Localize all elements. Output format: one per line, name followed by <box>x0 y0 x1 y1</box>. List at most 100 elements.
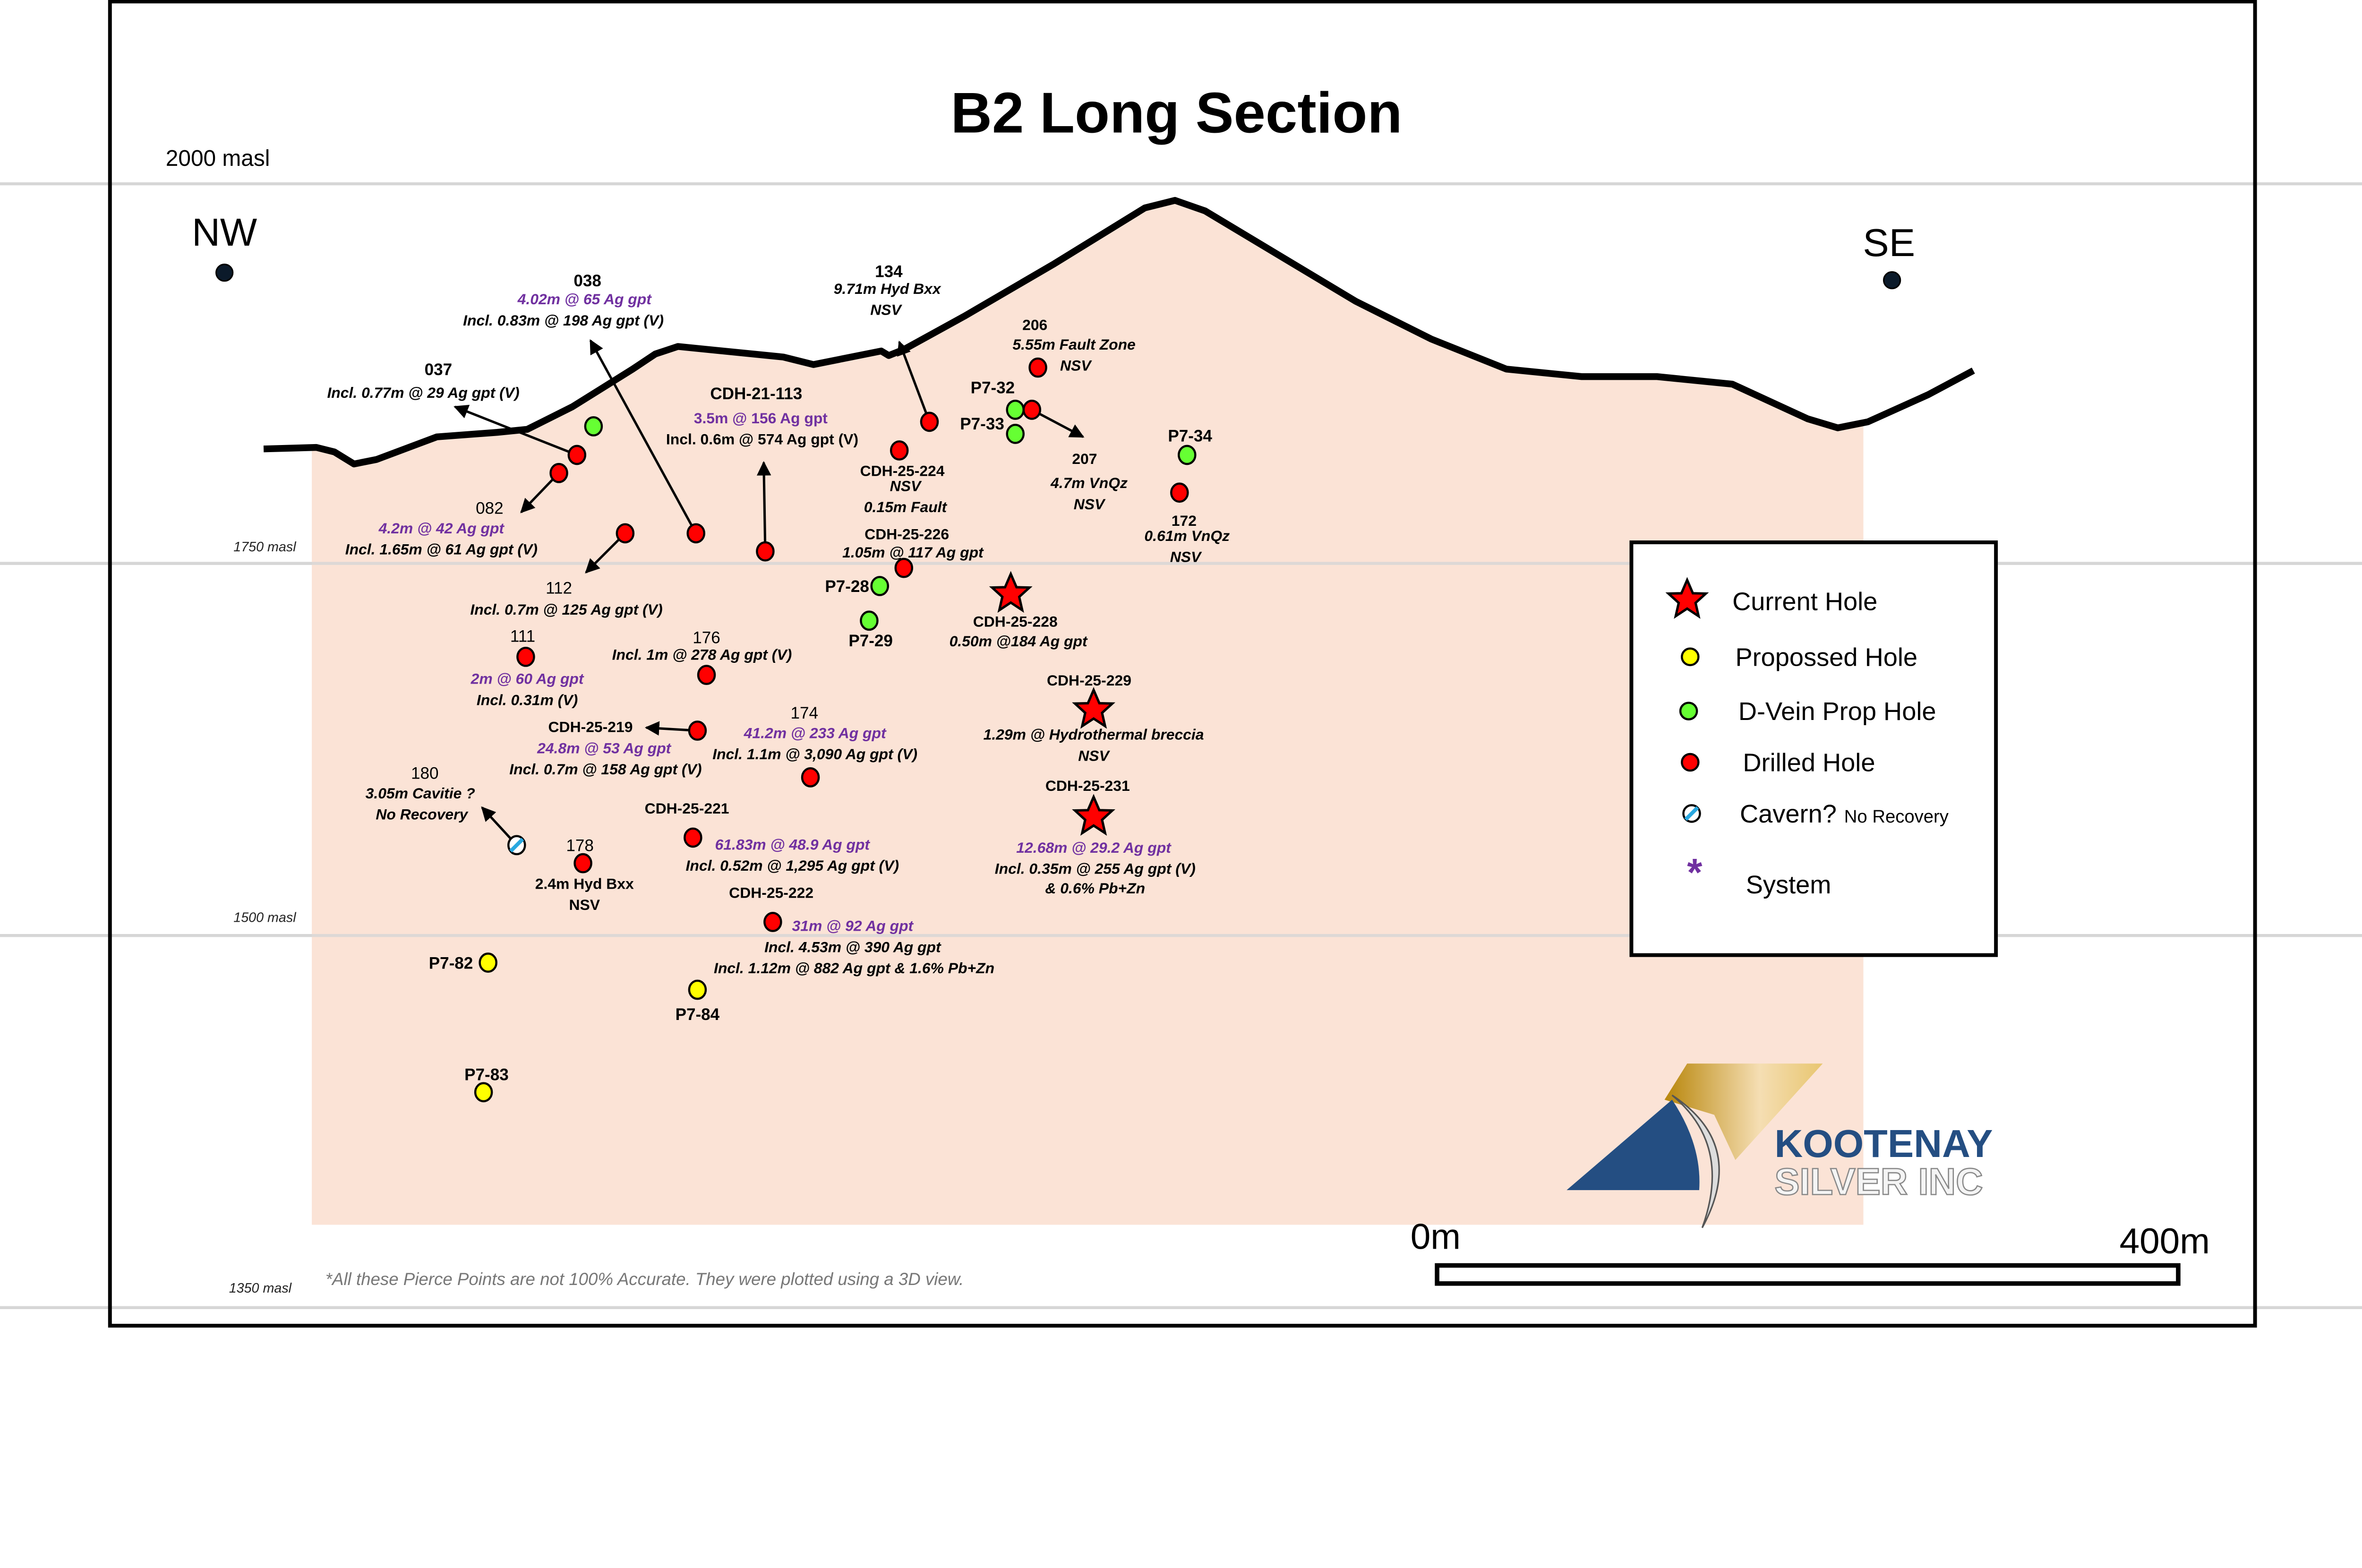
logo-text-silver-inc: SILVER INC <box>1774 1161 1983 1203</box>
hole-label: CDH-25-228 <box>973 613 1058 630</box>
scale-start-label: 0m <box>1411 1217 1461 1257</box>
hole-result: Incl. 0.7m @ 158 Ag gpt (V) <box>509 761 702 778</box>
se-marker-icon <box>1883 271 1901 290</box>
legend-cavern-note: No Recovery <box>1844 806 1949 827</box>
hole-label: CDH-25-224 <box>860 463 945 480</box>
long-section-diagram: B2 Long Section 2000 masl 1750 masl 1500… <box>0 0 2362 1328</box>
drilled-hole-marker <box>1170 482 1189 503</box>
drilled-hole-marker <box>890 440 909 461</box>
hole-result: 1.29m @ Hydrothermal breccia <box>984 726 1204 743</box>
dvein-hole-marker <box>1177 445 1197 465</box>
hole-result: 1.05m @ 117 Ag gpt <box>842 544 984 561</box>
hole-trace-arrows <box>454 339 1085 846</box>
legend-proposed: Propossed Hole <box>1735 643 1917 671</box>
drilled-hole-marker <box>688 720 707 741</box>
kootenay-logo: KOOTENAY SILVER INC <box>1566 1063 1993 1228</box>
hole-result: Incl. 0.35m @ 255 Ag gpt (V) <box>995 860 1196 877</box>
system-asterisk-icon: * <box>1687 850 1703 894</box>
arrow-038 <box>589 339 697 534</box>
planned-hole-label: P7-29 <box>848 632 893 650</box>
hole-result: Incl. 0.6m @ 574 Ag gpt (V) <box>666 431 858 448</box>
annotation-207: 207 4.7m VnQz NSV <box>1050 450 1128 513</box>
annotation-cdh-25-221: CDH-25-221 61.83m @ 48.9 Ag gpt Incl. 0.… <box>645 800 899 874</box>
legend-drilled: Drilled Hole <box>1743 749 1875 777</box>
proposed-hole-marker <box>474 1082 493 1103</box>
drilled-hole-marker <box>516 646 535 667</box>
hole-label: CDH-25-221 <box>645 800 729 817</box>
scale-end-label: 400m <box>2120 1221 2210 1261</box>
proposed-hole-icon <box>1681 647 1700 667</box>
drilled-hole-marker <box>894 557 914 578</box>
elevation-1500: 1500 masl <box>233 910 297 925</box>
hole-label: 082 <box>476 499 504 517</box>
hole-result: 5.55m Fault Zone <box>1012 336 1135 353</box>
drilled-hole-marker <box>1028 357 1047 378</box>
elevation-1750: 1750 masl <box>233 540 297 555</box>
annotation-cdh-25-226: CDH-25-226 1.05m @ 117 Ag gpt <box>842 526 984 561</box>
logo-text-kootenay: KOOTENAY <box>1774 1122 1993 1165</box>
annotation-180: 180 3.05m Cavitie ? No Recovery <box>366 764 475 823</box>
legend-current: Current Hole <box>1732 587 1877 616</box>
annotation-cdh-25-231: CDH-25-231 12.68m @ 29.2 Ag gpt Incl. 0.… <box>995 777 1196 897</box>
scale-bar: 0m 400m <box>1411 1217 2210 1286</box>
hole-result: Incl. 0.7m @ 125 Ag gpt (V) <box>470 601 662 618</box>
hole-label: CDH-25-226 <box>864 526 949 543</box>
hole-label: CDH-25-222 <box>729 884 813 901</box>
annotation-cdh-25-229: CDH-25-229 1.29m @ Hydrothermal breccia … <box>984 672 1204 764</box>
hole-result: 24.8m @ 53 Ag gpt <box>537 739 672 756</box>
hole-result: Incl. 1.1m @ 3,090 Ag gpt (V) <box>712 745 917 763</box>
hole-result: Incl. 1.65m @ 61 Ag gpt (V) <box>345 540 538 557</box>
drilled-hole-marker <box>1022 399 1042 420</box>
annotation-038: 038 4.02m @ 65 Ag gpt Incl. 0.83m @ 198 … <box>463 272 664 329</box>
hole-result: NSV <box>890 478 922 495</box>
planned-hole-label: P7-83 <box>464 1065 509 1084</box>
legend-cavern: Cavern?No Recovery <box>1740 800 1949 828</box>
drilled-hole-marker <box>616 523 635 544</box>
hole-result: Incl. 1.12m @ 882 Ag gpt & 1.6% Pb+Zn <box>714 960 994 977</box>
dvein-hole-icon <box>1679 702 1698 720</box>
hole-result: 2m @ 60 Ag gpt <box>471 670 584 687</box>
elevation-1350: 1350 masl <box>229 1281 292 1296</box>
hole-result: 61.83m @ 48.9 Ag gpt <box>715 836 871 853</box>
annotation-172: 172 0.61m VnQz NSV <box>1144 512 1230 566</box>
hole-result: NSV <box>1060 357 1092 374</box>
drilled-hole-marker <box>763 912 782 932</box>
planned-hole-label: P7-82 <box>429 954 473 972</box>
hole-result: 12.68m @ 29.2 Ag gpt <box>1016 839 1172 856</box>
annotation-176: 176 Incl. 1m @ 278 Ag gpt (V) <box>612 629 792 663</box>
hole-result: NSV <box>870 301 902 318</box>
hole-result: 0.50m @184 Ag gpt <box>950 633 1088 650</box>
annotation-178: 178 2.4m Hyd Bxx NSV <box>535 837 634 913</box>
proposed-hole-marker <box>479 952 497 973</box>
hole-label: 176 <box>693 629 720 647</box>
hole-label: 112 <box>546 579 572 597</box>
hole-result: 4.02m @ 65 Ag gpt <box>517 291 652 308</box>
hole-result: 3.05m Cavitie ? <box>366 785 475 802</box>
planned-hole-label: P7-84 <box>676 1005 720 1024</box>
planned-hole-label: P7-32 <box>971 378 1015 397</box>
dvein-hole-marker <box>870 576 890 596</box>
legend-dvein: D-Vein Prop Hole <box>1738 697 1936 726</box>
hole-result: No Recovery <box>376 806 469 823</box>
direction-se: SE <box>1863 221 1915 265</box>
annotation-082: 082 4.2m @ 42 Ag gpt Incl. 1.65m @ 61 Ag… <box>345 499 538 557</box>
hole-label: 180 <box>411 764 439 783</box>
drilled-hole-marker <box>686 523 705 544</box>
hole-result: NSV <box>1078 747 1110 764</box>
hole-result: 0.61m VnQz <box>1144 527 1230 544</box>
annotation-174: 174 41.2m @ 233 Ag gpt Incl. 1.1m @ 3,09… <box>712 704 917 763</box>
hole-result: Incl. 1m @ 278 Ag gpt (V) <box>612 646 792 663</box>
drilled-hole-marker <box>684 827 702 848</box>
legend: Current Hole Propossed Hole D-Vein Prop … <box>1629 540 1998 957</box>
hole-result: Incl. 0.83m @ 198 Ag gpt (V) <box>463 312 664 329</box>
hole-result: 2.4m Hyd Bxx <box>535 875 634 892</box>
drilled-hole-marker <box>920 411 939 432</box>
hole-result: 3.5m @ 156 Ag gpt <box>694 410 828 427</box>
arrow-cdh-21-113 <box>756 461 771 552</box>
arrow-207 <box>1031 409 1085 438</box>
drilled-hole-marker <box>567 445 587 465</box>
annotation-206: 206 5.55m Fault Zone NSV <box>1012 316 1135 374</box>
drilled-hole-marker <box>697 665 716 685</box>
cavern-marker-icon <box>507 835 526 856</box>
annotation-cdh-25-224: CDH-25-224 NSV 0.15m Fault <box>860 463 948 516</box>
